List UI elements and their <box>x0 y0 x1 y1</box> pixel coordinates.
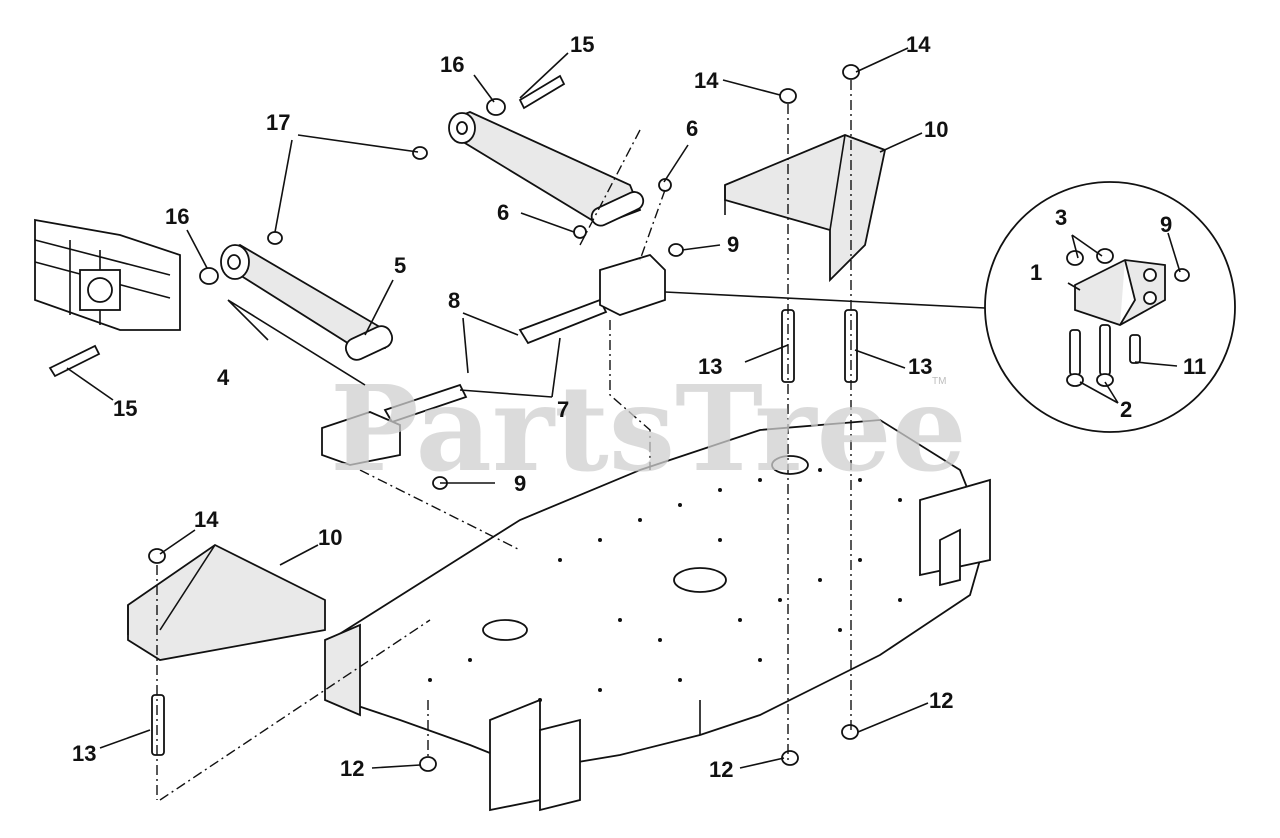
callout-4: 4 <box>217 365 230 390</box>
callouts: 15 16 17 14 14 10 6 6 9 16 5 8 7 4 15 9 … <box>72 32 1206 782</box>
callout-12-mid: 12 <box>709 757 733 782</box>
callout-7: 7 <box>557 397 569 422</box>
frame-bracket <box>34 218 181 331</box>
callout-11: 11 <box>1183 354 1206 379</box>
callout-9-detail: 9 <box>1160 212 1172 237</box>
callout-14-left: 14 <box>194 507 219 532</box>
callout-15-left: 15 <box>113 396 137 421</box>
callout-17: 17 <box>266 110 290 135</box>
lift-arm-upper <box>448 111 645 227</box>
callout-8: 8 <box>448 288 460 313</box>
callout-6-top: 6 <box>686 116 698 141</box>
callout-9-lower: 9 <box>514 471 526 496</box>
callout-13-left: 13 <box>72 741 96 766</box>
callout-3: 3 <box>1055 205 1067 230</box>
callout-2: 2 <box>1120 397 1132 422</box>
spacers <box>48 64 860 772</box>
callout-12-left: 12 <box>340 756 364 781</box>
callout-13-mid: 13 <box>698 354 722 379</box>
hinge-detail-circle <box>984 181 1236 433</box>
callout-15-top: 15 <box>570 32 594 57</box>
callout-14-mid: 14 <box>694 68 719 93</box>
callout-1: 1 <box>1030 260 1042 285</box>
callout-5: 5 <box>394 253 406 278</box>
callout-9-top: 9 <box>727 232 739 257</box>
callout-10-left: 10 <box>318 525 342 550</box>
callout-12-right: 12 <box>929 688 953 713</box>
pin-assembly <box>321 178 672 466</box>
deflector-shield-right <box>724 134 887 283</box>
lift-arm-lower <box>220 243 394 361</box>
callout-16-top: 16 <box>440 52 464 77</box>
deck-holes <box>428 468 902 702</box>
leader-lines <box>66 47 1181 769</box>
watermark-text: PartsTree <box>330 359 967 498</box>
deflector-shield-left <box>127 543 326 661</box>
callout-6-left: 6 <box>497 200 509 225</box>
callout-13-right: 13 <box>908 354 932 379</box>
callout-16-left: 16 <box>165 204 189 229</box>
callout-10-right: 10 <box>924 117 948 142</box>
watermark: PartsTree TM <box>330 359 967 498</box>
callout-14-right: 14 <box>906 32 931 57</box>
mower-deck <box>324 419 991 812</box>
assembly-lines <box>156 80 986 801</box>
watermark-trademark: TM <box>932 376 946 387</box>
